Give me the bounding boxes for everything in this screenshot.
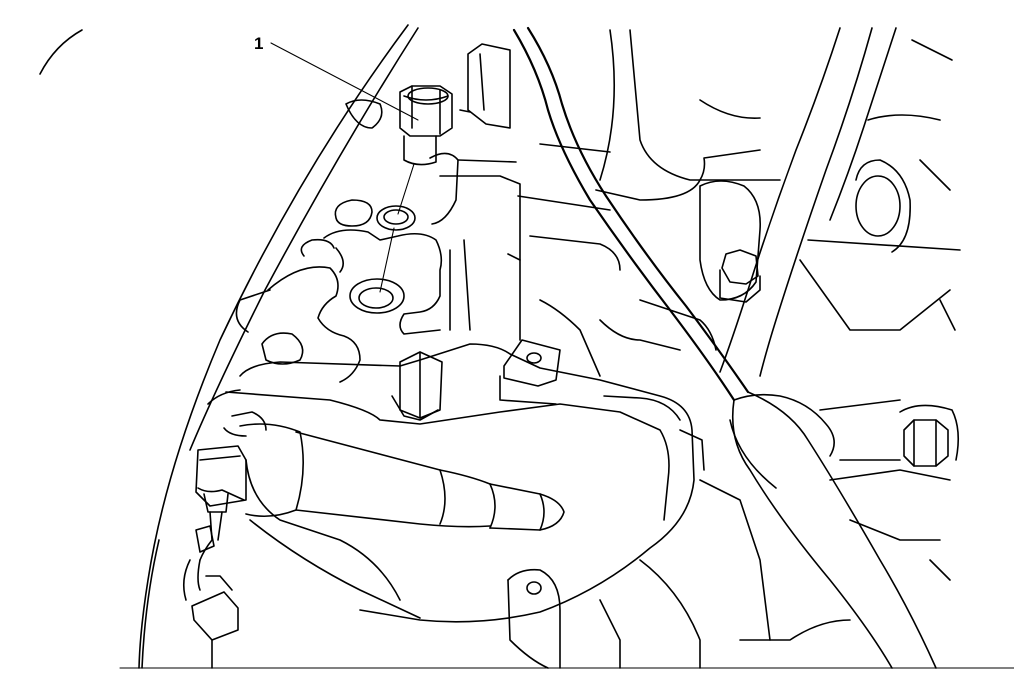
sealing-washer [376,205,416,231]
transmission-case [207,343,705,623]
accumulator-tube [239,423,565,531]
mount-bracket [699,159,961,331]
shift-cable-tube [512,26,937,669]
casting-body [235,152,459,383]
callout-1: 1 [254,34,419,121]
casting-cutouts [261,99,383,365]
electrical-connector [182,411,267,669]
mounting-tab [499,339,561,405]
callout-1-label: 1 [254,34,263,53]
callout-1-leader-line [270,42,419,121]
bolt [399,85,453,166]
right-bolt [819,399,960,481]
background-structure [449,239,951,669]
edge-arc-fragment [39,29,83,75]
upper-bracket [439,43,621,341]
bore-hole [349,278,405,314]
frame-rail [595,27,953,377]
case-bolt [391,351,443,421]
lower-mounting-tab [507,568,561,669]
